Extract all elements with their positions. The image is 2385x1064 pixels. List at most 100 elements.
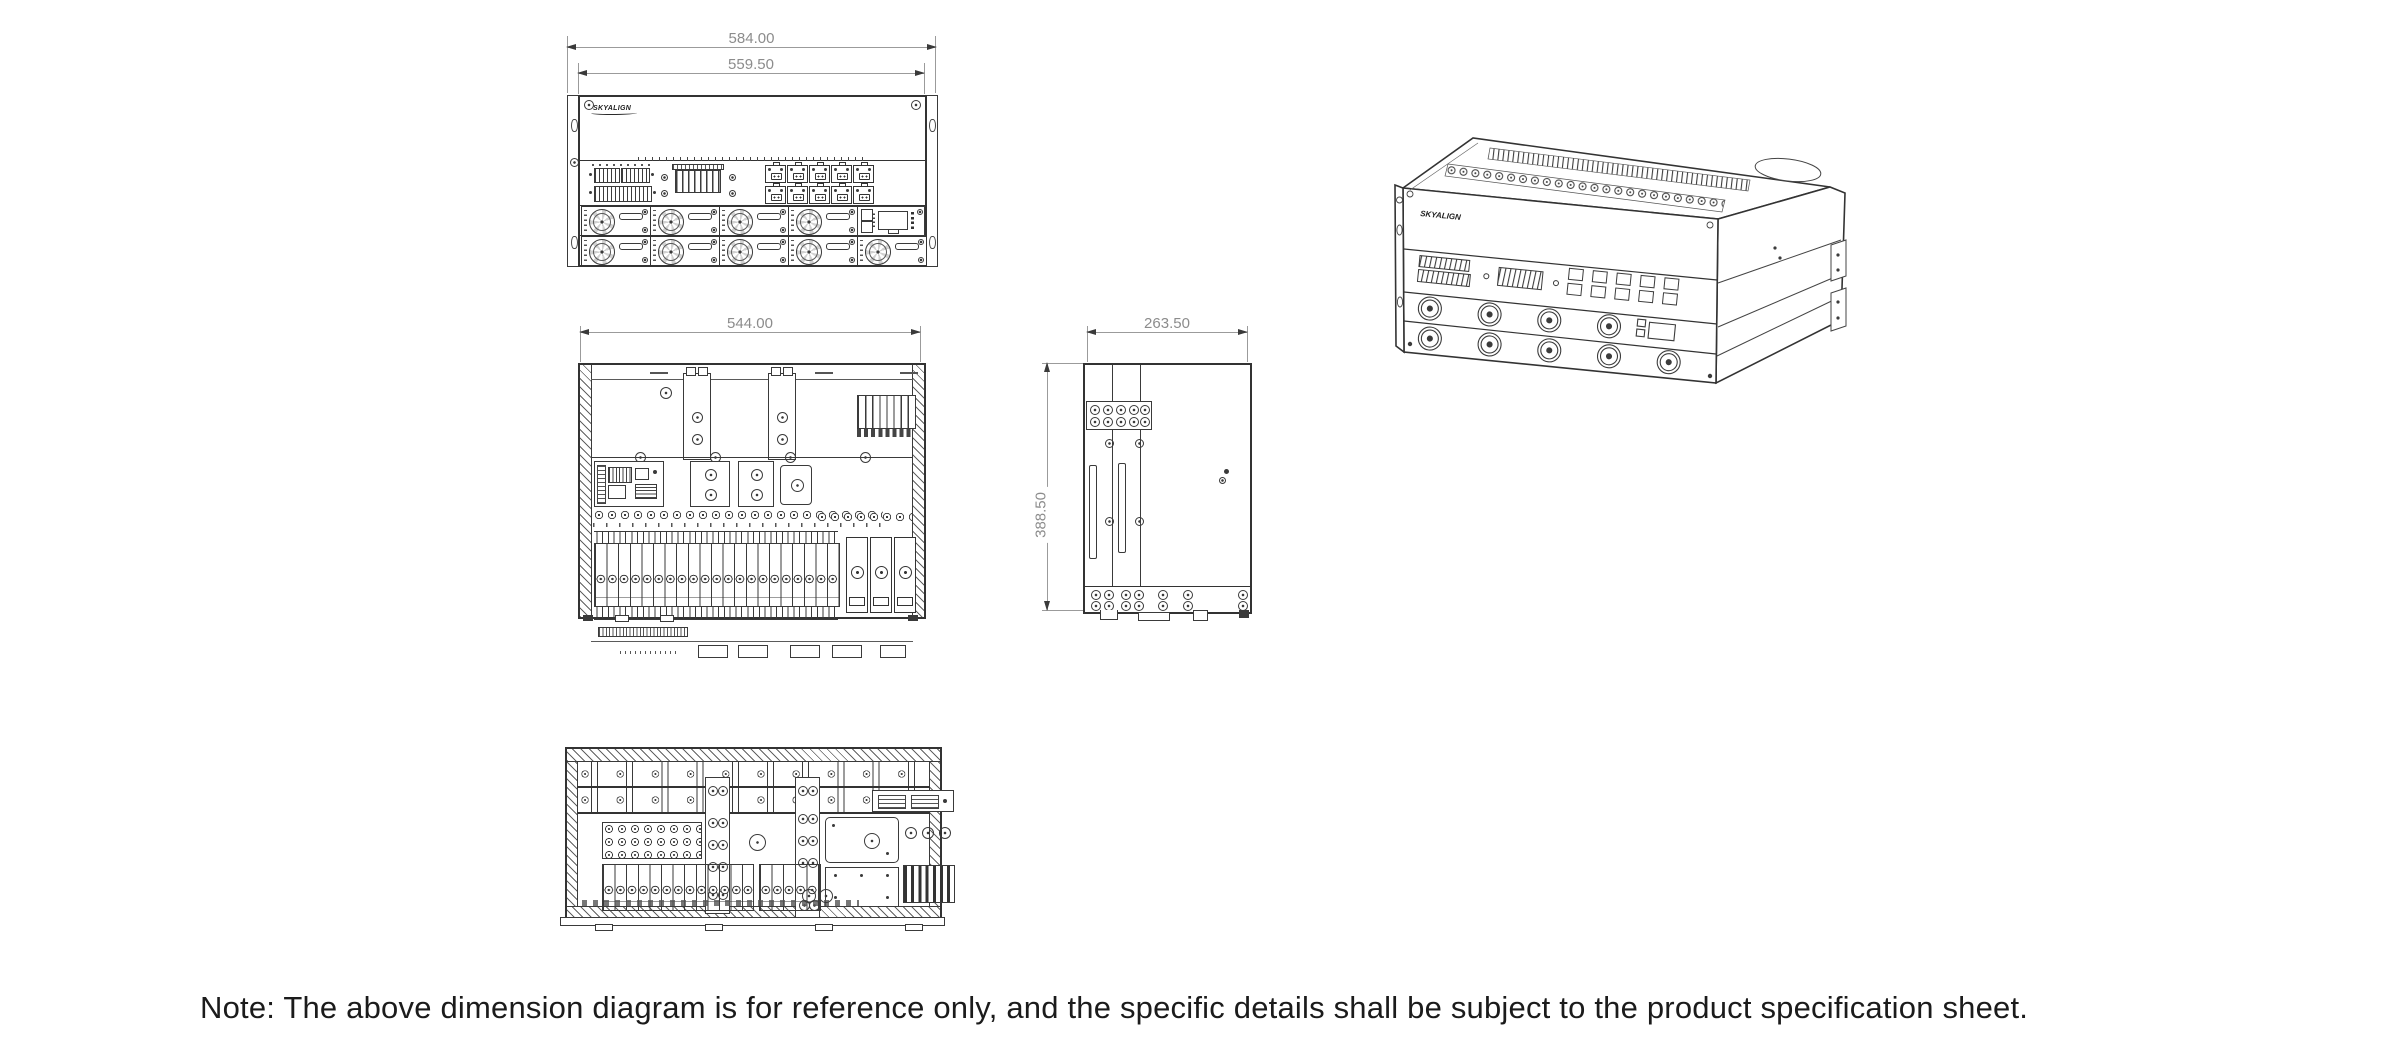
dimension-label: 544.00 <box>721 316 779 331</box>
terminal-marks <box>593 523 883 527</box>
iso-distribution <box>1416 255 1680 306</box>
screw-icon <box>751 489 763 501</box>
dc-breaker-row <box>594 543 840 607</box>
extension-line <box>924 63 925 94</box>
led-indicators <box>911 211 914 229</box>
pcb-board <box>594 461 664 507</box>
fan-icon <box>727 238 753 265</box>
screw-icon <box>692 412 703 423</box>
iso-rectifier-row-2 <box>1417 326 1681 375</box>
iso-side-detail <box>1716 239 1847 357</box>
extension-line <box>580 326 581 362</box>
extension-line <box>1247 326 1248 362</box>
dimension-label: 388.50 <box>1033 486 1050 543</box>
cable-tab <box>738 645 768 658</box>
fan-icon <box>1477 302 1502 327</box>
terminal-block <box>621 168 650 183</box>
foot <box>595 924 613 931</box>
extension-line <box>1087 326 1088 362</box>
pcb-dot <box>653 470 657 474</box>
foot <box>905 924 923 931</box>
terminal-block <box>594 168 620 183</box>
large-breaker <box>870 537 892 613</box>
rj45-port <box>1636 318 1647 328</box>
surge-module <box>831 183 852 204</box>
output-connector-bank <box>903 865 955 903</box>
side-view: 263.50 388.50 <box>1000 300 1310 645</box>
dimension-label: 584.00 <box>722 31 781 46</box>
surge-module <box>787 162 808 183</box>
surge-module <box>853 162 874 183</box>
screw-icon <box>692 434 703 445</box>
fan-icon <box>865 238 891 265</box>
label-mark <box>650 372 668 374</box>
foot <box>1239 610 1249 618</box>
screw-icon <box>653 191 656 194</box>
terminal-stud <box>922 827 934 839</box>
module-handle <box>688 243 712 250</box>
blank-panel: SKYALIGN <box>580 97 925 161</box>
breaker-bottom-tabs <box>594 607 838 620</box>
rj45-port <box>861 209 873 221</box>
module-handle <box>757 213 781 220</box>
screw-icon <box>589 191 592 194</box>
busbar-stack <box>768 367 796 460</box>
breaker-bank-tabs <box>857 429 914 437</box>
foot <box>908 615 918 621</box>
label-strip <box>672 164 724 170</box>
foot <box>815 924 833 931</box>
extension-line <box>935 36 936 93</box>
iso-rectifier-row-1 <box>1417 296 1677 342</box>
led-column <box>873 213 875 227</box>
fan-icon <box>1596 344 1622 369</box>
display-stand <box>888 229 899 234</box>
monitor-board <box>602 822 702 859</box>
cable-tab <box>790 645 820 658</box>
fan-icon <box>727 208 753 235</box>
surge-module <box>853 183 874 204</box>
rj45-port <box>861 221 873 233</box>
fan-icon <box>1477 332 1502 357</box>
pin-dot <box>1224 469 1229 474</box>
arrow-right-icon <box>915 70 925 76</box>
vent-slots <box>638 157 868 161</box>
pcb-component <box>608 485 626 499</box>
fan-icon <box>1537 308 1562 333</box>
extension-line <box>920 326 921 362</box>
fan-icon <box>1537 338 1562 363</box>
screw-plate <box>1086 401 1152 430</box>
fan-icon <box>1656 350 1681 375</box>
screw-icon <box>729 190 736 197</box>
screw-icon <box>785 452 796 463</box>
foot <box>705 924 723 931</box>
busbar-stack <box>683 367 711 460</box>
pcb-connector <box>597 465 606 504</box>
dimension-label: 559.50 <box>722 57 780 72</box>
panel-seam <box>1112 365 1114 587</box>
fan-icon <box>589 208 615 235</box>
label-mark <box>815 372 833 374</box>
fan-icon <box>658 208 684 235</box>
arrow-left-icon <box>579 329 589 335</box>
screw-icon <box>1105 517 1114 526</box>
bolt-icon <box>749 834 766 851</box>
module-handle <box>619 243 643 250</box>
contactor-block <box>690 461 730 507</box>
pcb-component <box>635 468 649 480</box>
screw-icon <box>661 174 668 181</box>
panel-seam <box>591 641 913 642</box>
bolt-icon <box>819 889 833 903</box>
module-handle <box>895 243 919 250</box>
ear-slot <box>929 236 936 249</box>
extension-line <box>567 36 568 93</box>
chassis-rear <box>578 363 926 658</box>
wall-hatch <box>567 749 940 762</box>
iso-front-seams <box>1403 248 1718 355</box>
fan-cutout <box>1754 157 1822 183</box>
chassis-top <box>565 747 955 921</box>
foot-bracket <box>1138 612 1170 621</box>
module-backplane-row <box>577 788 930 814</box>
foot <box>660 615 674 622</box>
foot <box>583 615 593 621</box>
screw-icon <box>860 452 871 463</box>
